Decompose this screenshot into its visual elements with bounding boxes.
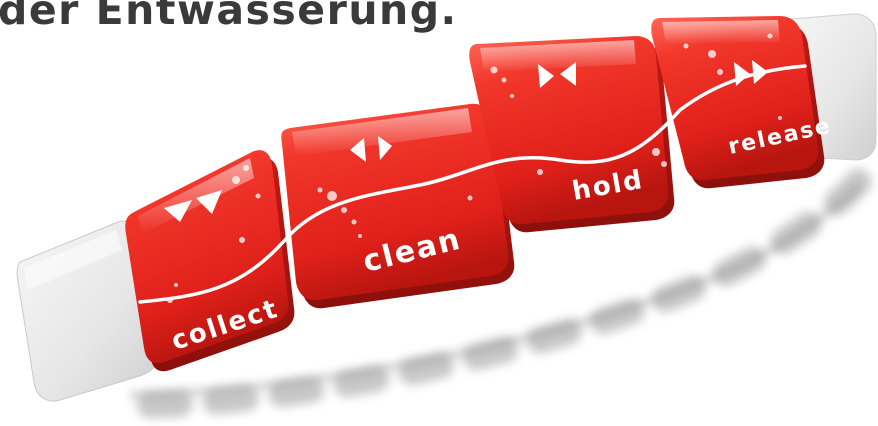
step-tile-release: [651, 16, 824, 188]
step-tile-clean: [281, 104, 514, 309]
